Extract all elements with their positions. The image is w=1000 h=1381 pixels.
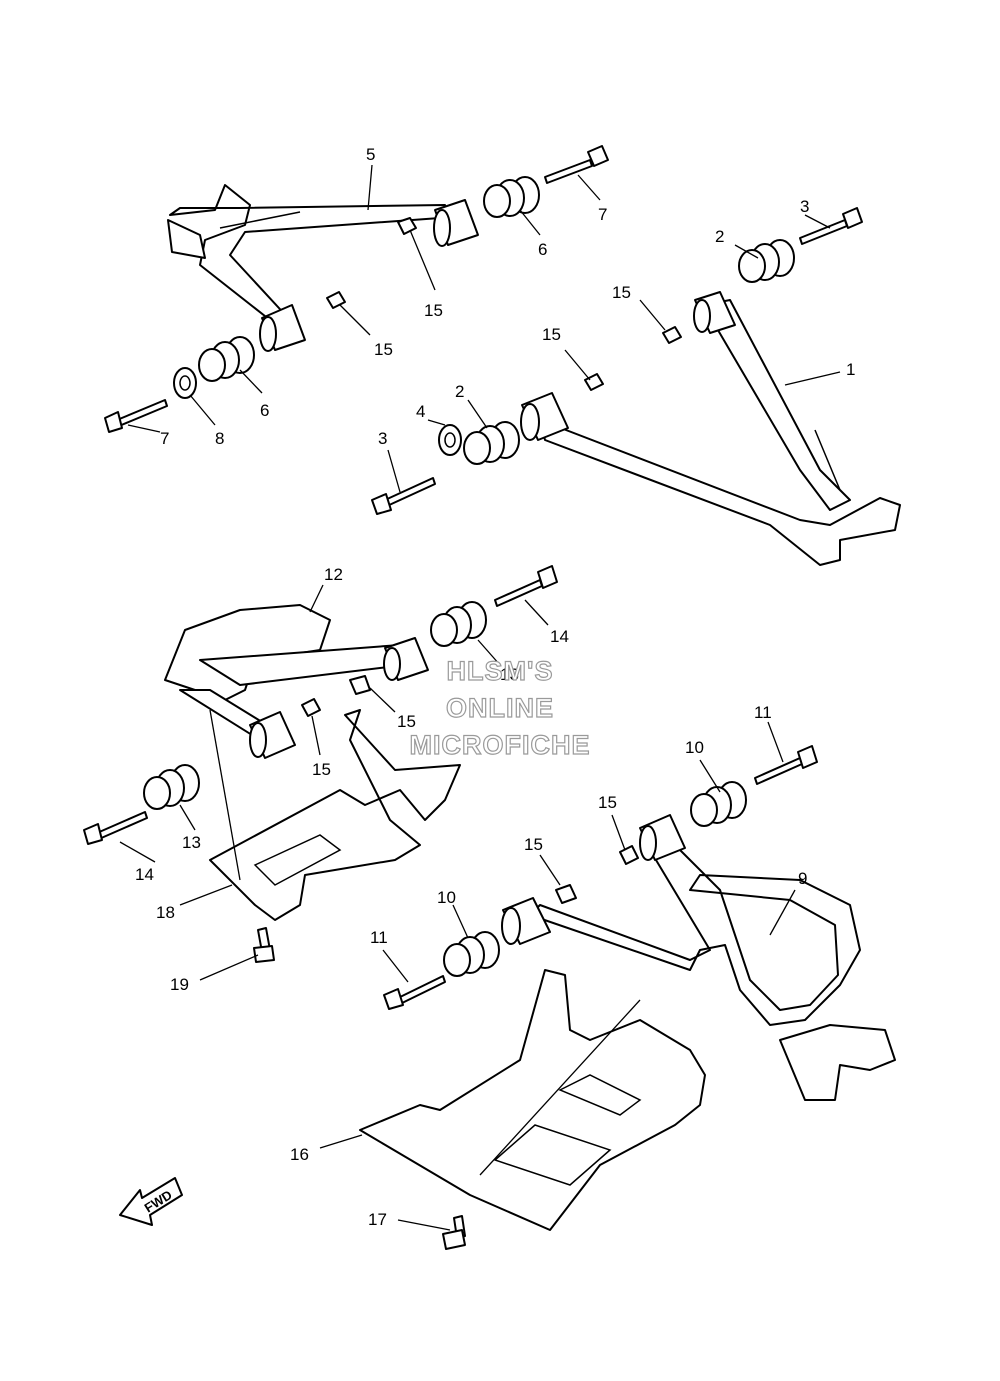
callout-14: 14	[550, 627, 569, 646]
nut-15-h[interactable]	[555, 884, 577, 904]
callout-14: 14	[135, 865, 154, 884]
bushing-lower-right-rear[interactable]	[520, 392, 569, 441]
callout-1: 1	[846, 360, 855, 379]
bolt-3-mid[interactable]	[371, 477, 436, 515]
bushing-13-left[interactable]	[143, 764, 200, 810]
bolt-11-top[interactable]	[754, 745, 818, 785]
bushing-2-top[interactable]	[738, 239, 795, 283]
bolt-3-top[interactable]	[799, 207, 863, 245]
upper-arm-left[interactable]	[167, 184, 446, 321]
callout-16: 16	[290, 1145, 309, 1164]
watermark-line-1: HLSM'S	[447, 656, 554, 686]
callout-7: 7	[160, 429, 169, 448]
callout-13: 13	[500, 665, 519, 684]
callout-18: 18	[156, 903, 175, 922]
callout-15: 15	[374, 340, 393, 359]
nut-15-b[interactable]	[326, 291, 346, 309]
nut-15-a[interactable]	[397, 217, 417, 235]
callout-3: 3	[378, 429, 387, 448]
callout-11: 11	[754, 703, 772, 722]
callout-10: 10	[685, 738, 704, 757]
callout-6: 6	[260, 401, 269, 420]
bolt-14-left[interactable]	[83, 811, 148, 845]
washer-8[interactable]	[173, 367, 197, 399]
bolt-17[interactable]	[442, 1215, 466, 1250]
bushing-upper-rear[interactable]	[259, 304, 306, 352]
bolt-7-left[interactable]	[104, 399, 168, 433]
bushing-12-rear[interactable]	[249, 711, 296, 759]
lower-arm-right[interactable]	[539, 299, 901, 566]
bolt-14-top[interactable]	[494, 565, 558, 607]
bushing-upper-front[interactable]	[433, 199, 479, 247]
skid-plate-16[interactable]	[359, 969, 706, 1231]
callout-2: 2	[715, 227, 724, 246]
bushing-13-top[interactable]	[430, 601, 487, 647]
bolt-11-mid[interactable]	[383, 975, 446, 1010]
bushing-6-top[interactable]	[483, 176, 540, 218]
callout-15: 15	[312, 760, 331, 779]
callout-10: 10	[437, 888, 456, 907]
callout-17: 17	[368, 1210, 387, 1229]
callout-labels: 5 7 6 15 3 2 15 15 1 15 6 8 7 2 4 3 12 1…	[135, 145, 855, 1229]
callout-9: 9	[798, 869, 807, 888]
watermark-line-2: ONLINE	[446, 693, 554, 723]
callout-5: 5	[366, 145, 375, 164]
callout-15: 15	[424, 301, 443, 320]
nut-15-g[interactable]	[619, 845, 639, 865]
nut-15-c[interactable]	[662, 326, 682, 344]
bushing-lower-right-front[interactable]	[693, 291, 736, 334]
watermark-line-3: MICROFICHE	[410, 730, 591, 760]
fwd-arrow-icon: FWD	[119, 1177, 183, 1226]
bushing-2-mid[interactable]	[463, 421, 520, 465]
callout-7: 7	[598, 205, 607, 224]
callout-15: 15	[612, 283, 631, 302]
bolt-19[interactable]	[253, 927, 275, 963]
callout-15: 15	[598, 793, 617, 812]
bushing-12-front[interactable]	[383, 637, 429, 681]
nut-15-e[interactable]	[349, 675, 371, 695]
callout-8: 8	[215, 429, 224, 448]
callout-19: 19	[170, 975, 189, 994]
bolt-7-top[interactable]	[544, 145, 609, 184]
watermark: HLSM'S ONLINE MICROFICHE	[409, 655, 591, 760]
nut-15-f[interactable]	[301, 698, 321, 717]
bushing-10-top[interactable]	[690, 781, 747, 827]
callout-15: 15	[524, 835, 543, 854]
bushing-10-mid[interactable]	[443, 931, 500, 977]
callout-12: 12	[324, 565, 343, 584]
callout-13: 13	[182, 833, 201, 852]
bushing-6-left[interactable]	[198, 336, 255, 382]
bushing-9-rear[interactable]	[501, 897, 551, 945]
guard-18[interactable]	[209, 709, 461, 921]
callout-6: 6	[538, 240, 547, 259]
callout-4: 4	[416, 402, 425, 421]
leader-lines	[119, 164, 841, 1231]
callout-3: 3	[800, 197, 809, 216]
callout-15: 15	[397, 712, 416, 731]
callout-15: 15	[542, 325, 561, 344]
bushing-9-front[interactable]	[639, 814, 686, 861]
callout-2: 2	[455, 382, 464, 401]
nut-15-d[interactable]	[584, 373, 604, 391]
callout-11: 11	[370, 928, 388, 947]
upper-arm-rear[interactable]	[164, 604, 406, 741]
washer-4[interactable]	[438, 424, 462, 456]
